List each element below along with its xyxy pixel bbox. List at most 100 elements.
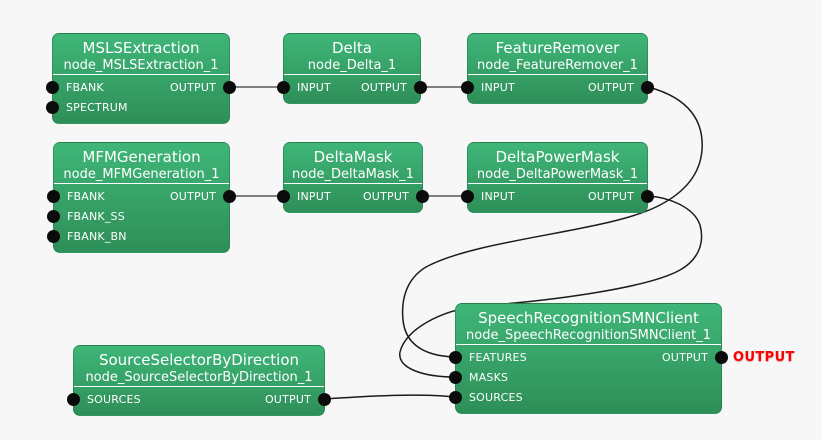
node-separator <box>456 344 721 345</box>
output-port-label: OUTPUT <box>169 81 216 94</box>
node-delta[interactable]: Delta node_Delta_1 INPUT OUTPUT <box>277 33 427 104</box>
node-separator <box>54 183 229 184</box>
input-port-label: MASKS <box>469 371 509 384</box>
input-port[interactable] <box>277 81 290 94</box>
port-row: SPECTRUM <box>46 98 229 118</box>
node-featureremover[interactable]: FeatureRemover node_FeatureRemover_1 INP… <box>461 33 654 104</box>
output-port-label: OUTPUT <box>169 190 216 203</box>
input-port-label: FBANK_SS <box>67 210 125 223</box>
port-row: SOURCES <box>449 388 721 408</box>
input-port-label: INPUT <box>481 190 515 203</box>
input-port-label: SOURCES <box>87 393 141 406</box>
node-instance-name: node_MFMGeneration_1 <box>63 167 220 182</box>
node-title: DeltaMask <box>313 148 393 166</box>
output-port[interactable] <box>223 190 236 203</box>
node-speechrecognitionsmnclient[interactable]: SpeechRecognitionSMNClient node_SpeechRe… <box>449 303 728 414</box>
input-port[interactable] <box>461 190 474 203</box>
node-separator <box>468 183 647 184</box>
port-row: INPUT OUTPUT <box>277 78 427 98</box>
input-port-label: FEATURES <box>469 351 527 364</box>
output-port[interactable] <box>318 393 331 406</box>
node-header: MFMGeneration node_MFMGeneration_1 <box>54 143 229 183</box>
port-row: FBANK OUTPUT <box>47 187 236 207</box>
input-port-spectrum[interactable] <box>46 101 59 114</box>
node-sourceselectorbydirection[interactable]: SourceSelectorByDirection node_SourceSel… <box>67 345 331 416</box>
node-title: MSLSExtraction <box>82 39 200 57</box>
output-port[interactable] <box>223 81 236 94</box>
node-header: DeltaMask node_DeltaMask_1 <box>284 143 422 183</box>
node-title: MFMGeneration <box>82 148 201 166</box>
node-instance-name: node_DeltaMask_1 <box>292 167 414 182</box>
node-instance-name: node_DeltaPowerMask_1 <box>476 167 639 182</box>
input-port-fbank[interactable] <box>47 190 60 203</box>
node-header: SourceSelectorByDirection node_SourceSel… <box>74 346 324 386</box>
port-row: FBANK_BN <box>47 227 229 247</box>
node-title: FeatureRemover <box>495 39 620 57</box>
node-instance-name: node_SourceSelectorByDirection_1 <box>85 370 313 385</box>
node-mfmgeneration[interactable]: MFMGeneration node_MFMGeneration_1 FBANK… <box>47 142 236 253</box>
node-separator <box>284 74 420 75</box>
wire-deltapowermask-to-masks[interactable] <box>399 195 703 378</box>
input-port[interactable] <box>277 190 290 203</box>
output-port[interactable] <box>715 351 728 364</box>
input-port[interactable] <box>461 81 474 94</box>
node-deltapowermask[interactable]: DeltaPowerMask node_DeltaPowerMask_1 INP… <box>461 142 654 213</box>
node-instance-name: node_MSLSExtraction_1 <box>63 58 219 73</box>
input-port-masks[interactable] <box>449 371 462 384</box>
input-port-label: FBANK <box>67 190 105 203</box>
output-port[interactable] <box>416 190 429 203</box>
port-row: FEATURES OUTPUT <box>449 348 728 368</box>
input-port-label: SOURCES <box>469 391 523 404</box>
output-port-label: OUTPUT <box>360 81 407 94</box>
output-port-label: OUTPUT <box>661 351 708 364</box>
input-port-fbank-ss[interactable] <box>47 210 60 223</box>
node-header: SpeechRecognitionSMNClient node_SpeechRe… <box>456 304 721 344</box>
node-title: SourceSelectorByDirection <box>98 351 300 369</box>
input-port-label: FBANK_BN <box>67 230 127 243</box>
port-row: FBANK OUTPUT <box>46 78 236 98</box>
node-instance-name: node_Delta_1 <box>307 58 397 73</box>
node-mslsextraction[interactable]: MSLSExtraction node_MSLSExtraction_1 FBA… <box>46 33 236 124</box>
input-port-features[interactable] <box>449 351 462 364</box>
port-row: INPUT OUTPUT <box>461 187 654 207</box>
node-header: Delta node_Delta_1 <box>284 34 420 74</box>
input-port-sources[interactable] <box>67 393 80 406</box>
input-port-fbank[interactable] <box>46 81 59 94</box>
port-row: INPUT OUTPUT <box>277 187 429 207</box>
node-header: MSLSExtraction node_MSLSExtraction_1 <box>53 34 229 74</box>
node-header: DeltaPowerMask node_DeltaPowerMask_1 <box>468 143 647 183</box>
node-separator <box>468 74 647 75</box>
node-title: DeltaPowerMask <box>495 148 620 166</box>
input-port-label: INPUT <box>297 81 331 94</box>
wire-sourceselector-to-sources[interactable] <box>324 394 456 400</box>
port-row: MASKS <box>449 368 721 388</box>
node-title: SpeechRecognitionSMNClient <box>478 309 699 327</box>
node-separator <box>284 183 422 184</box>
wire-featureremover-to-features[interactable] <box>401 86 703 358</box>
node-separator <box>74 386 324 387</box>
input-port-sources[interactable] <box>449 391 462 404</box>
input-port-label: SPECTRUM <box>66 101 128 114</box>
output-port[interactable] <box>641 190 654 203</box>
node-header: FeatureRemover node_FeatureRemover_1 <box>468 34 647 74</box>
output-port[interactable] <box>641 81 654 94</box>
output-port-label: OUTPUT <box>587 81 634 94</box>
node-deltamask[interactable]: DeltaMask node_DeltaMask_1 INPUT OUTPUT <box>277 142 429 213</box>
output-port-label: OUTPUT <box>362 190 409 203</box>
input-port-label: FBANK <box>66 81 104 94</box>
network-output-terminal[interactable]: OUTPUT <box>733 350 795 365</box>
input-port-label: INPUT <box>297 190 331 203</box>
node-instance-name: node_FeatureRemover_1 <box>477 58 638 73</box>
output-port-label: OUTPUT <box>587 190 634 203</box>
port-row: SOURCES OUTPUT <box>67 390 331 410</box>
output-port-label: OUTPUT <box>264 393 311 406</box>
input-port-fbank-bn[interactable] <box>47 230 60 243</box>
node-separator <box>53 74 229 75</box>
input-port-label: INPUT <box>481 81 515 94</box>
port-row: FBANK_SS <box>47 207 229 227</box>
port-row: INPUT OUTPUT <box>461 78 654 98</box>
output-port[interactable] <box>414 81 427 94</box>
node-title: Delta <box>331 39 373 57</box>
